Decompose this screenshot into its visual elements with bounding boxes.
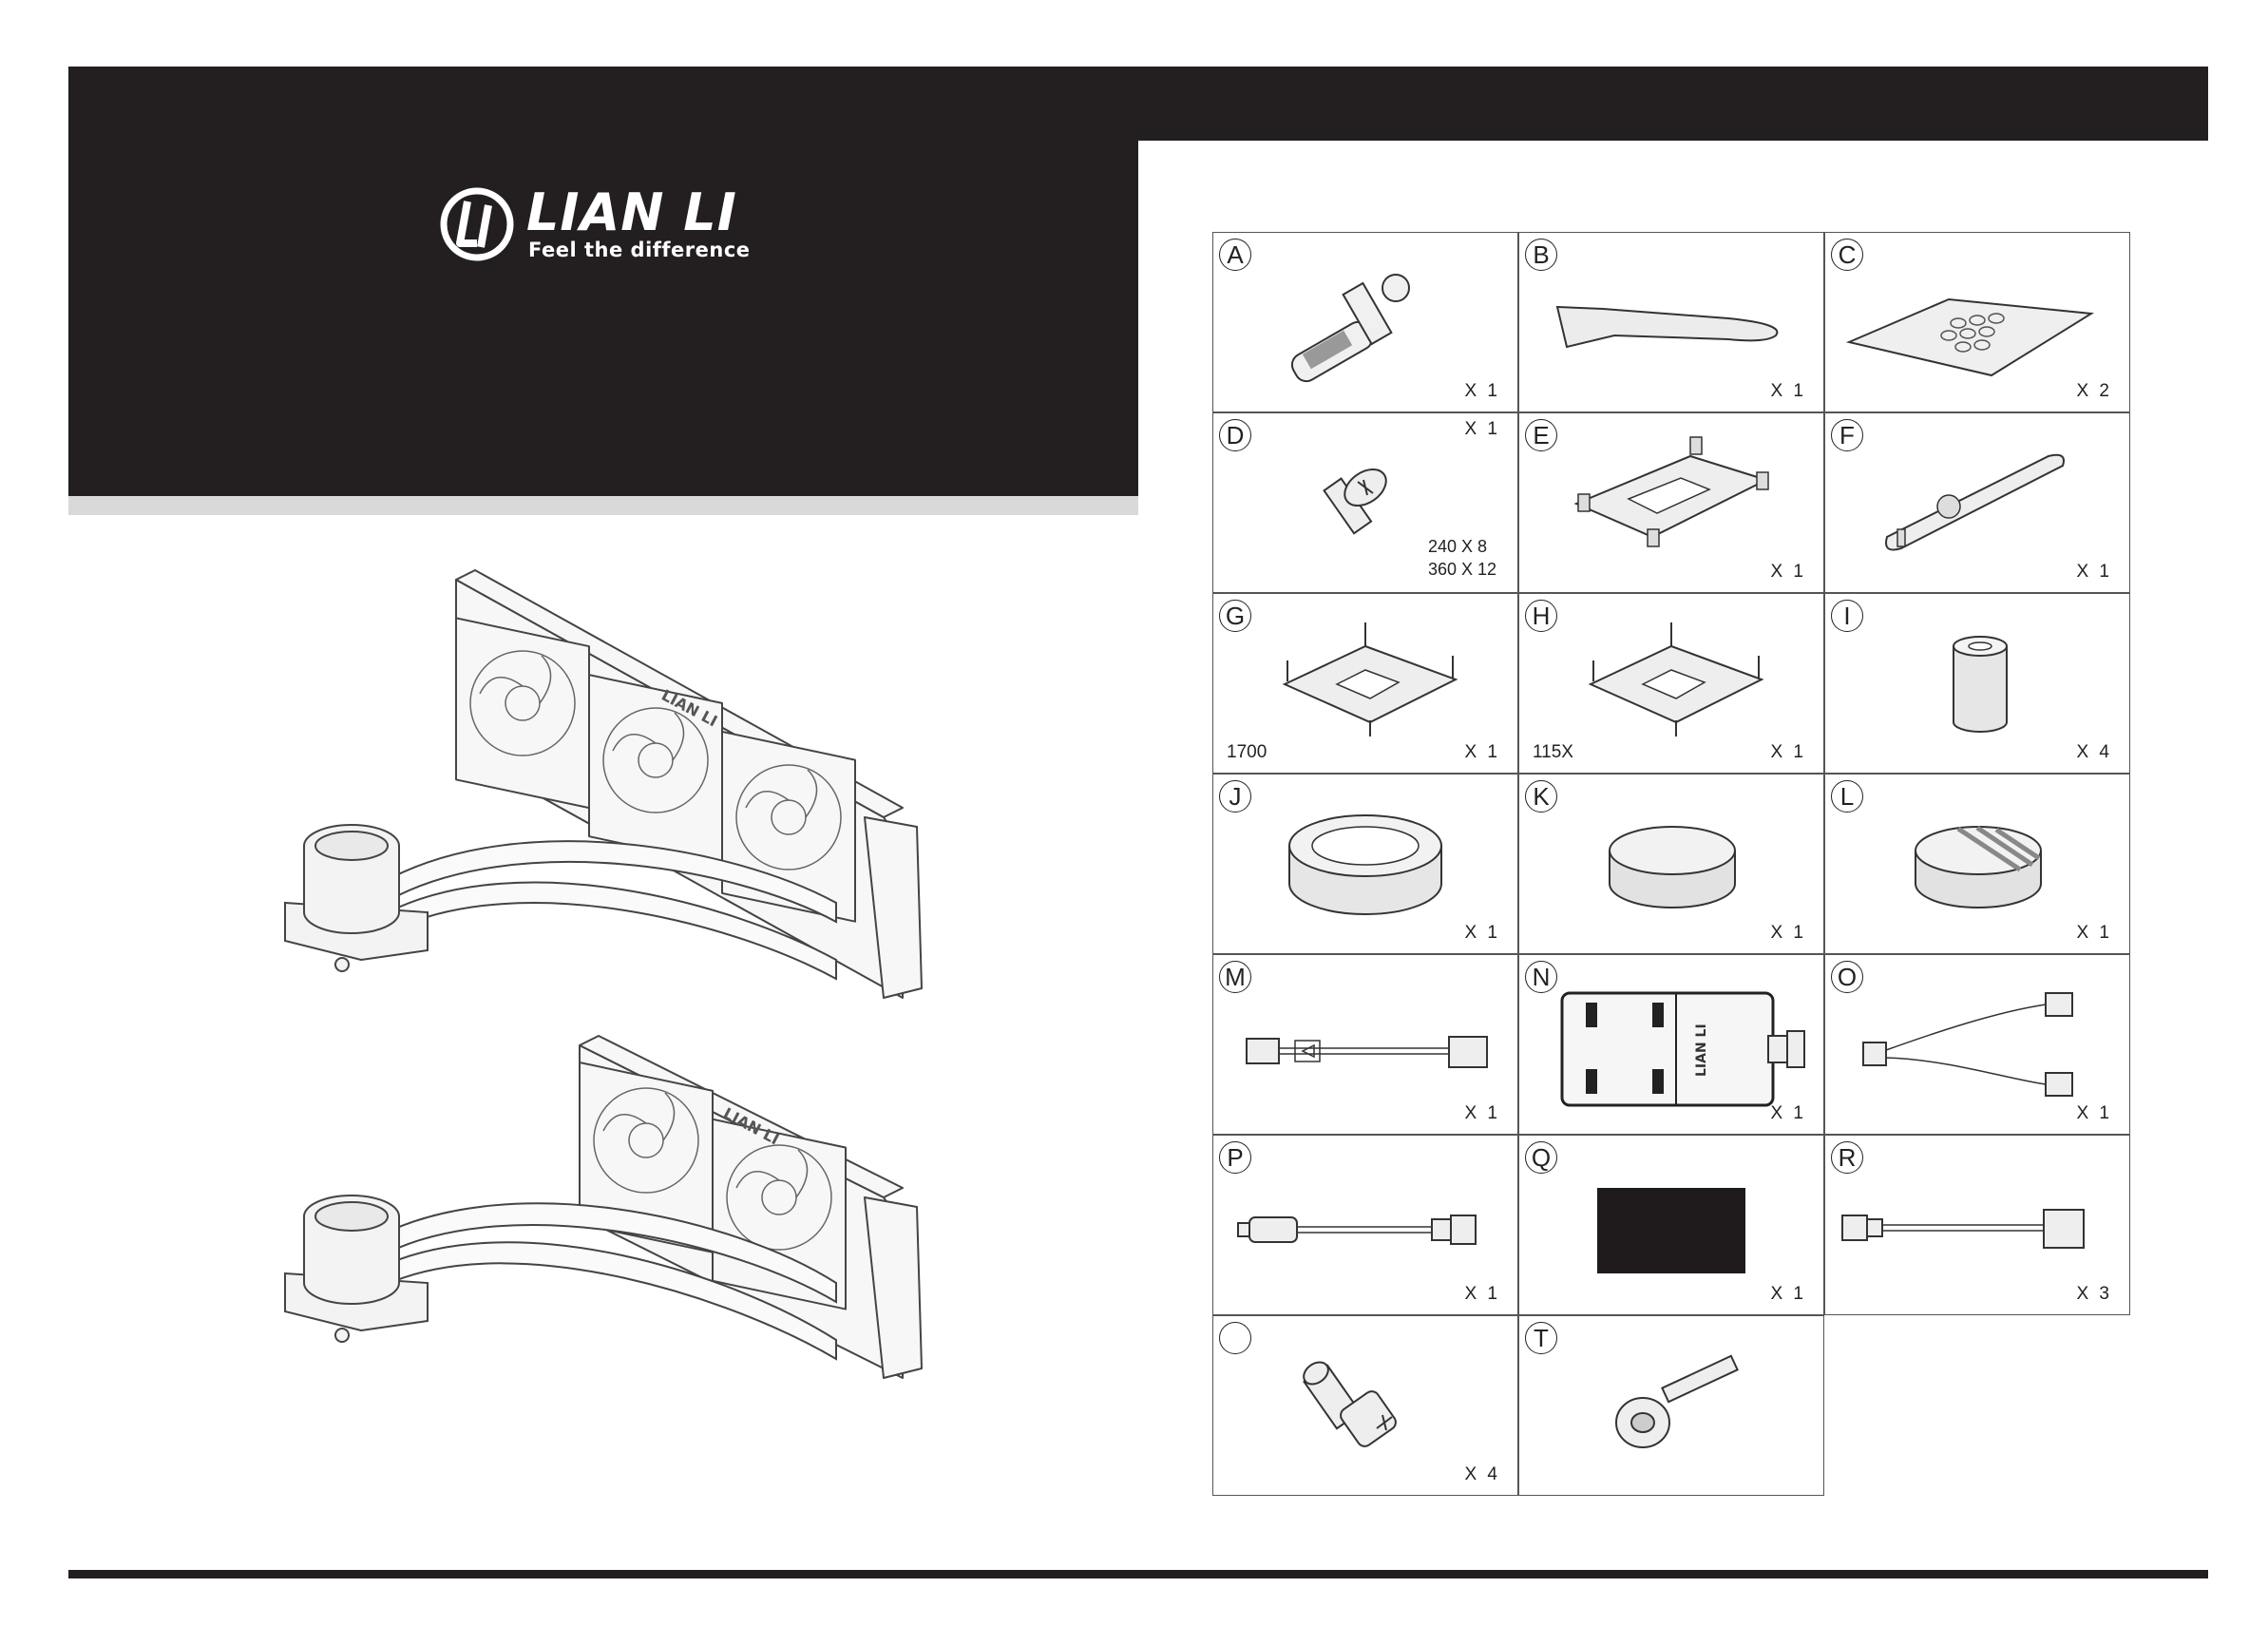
accessories-grid: A X 1 B X 1 C X 2 D <box>1212 232 2130 1496</box>
item-quantity: X 1 <box>2076 1103 2112 1124</box>
lian-li-logo-icon <box>439 184 519 264</box>
item-quantity: X 1 <box>1770 923 1806 944</box>
screw-size-360: 360 X 12 <box>1428 558 1496 581</box>
hero-block <box>68 67 1138 496</box>
accessory-k: K X 1 <box>1518 774 1824 954</box>
item-quantity: X 3 <box>2076 1284 2112 1305</box>
accessory-j: J X 1 <box>1212 774 1518 954</box>
accessory-o: O X 1 <box>1824 954 2130 1135</box>
accessory-d: D X 1 240 X 8 360 X 12 <box>1212 412 1518 593</box>
item-quantity: X 1 <box>1464 923 1500 944</box>
accessory-r: R X 3 <box>1824 1135 2130 1315</box>
screw-size-list: 240 X 8 360 X 12 <box>1428 535 1496 581</box>
hero-shadow <box>68 496 1138 515</box>
item-quantity: X 1 <box>2076 562 2112 583</box>
accessory-p: P X 1 <box>1212 1135 1518 1315</box>
brand-name: LIAN LI <box>526 184 737 241</box>
footer-rule <box>68 1570 2208 1578</box>
screw-size-240: 240 X 8 <box>1428 535 1496 558</box>
accessory-l: L X 1 <box>1824 774 2130 954</box>
accessory-s: X 4 <box>1212 1315 1518 1496</box>
accessory-m: M X 1 <box>1212 954 1518 1135</box>
item-quantity: X 1 <box>2076 923 2112 944</box>
accessory-q: Q X 1 <box>1518 1135 1824 1315</box>
accessory-h: H 115X X 1 <box>1518 593 1824 774</box>
item-quantity: X 1 <box>1464 381 1500 402</box>
item-quantity: X 1 <box>1770 562 1806 583</box>
accessory-e: E X 1 <box>1518 412 1824 593</box>
svg-text:LIAN LI: LIAN LI <box>1694 1023 1709 1077</box>
item-quantity: X 4 <box>1464 1464 1500 1485</box>
accessory-n: N LIAN LI X 1 <box>1518 954 1824 1135</box>
item-quantity: X 1 <box>1770 1284 1806 1305</box>
long-screw-icon <box>1519 1316 1825 1497</box>
socket-label: 115X <box>1533 742 1573 763</box>
cooler-360-illustration: LIAN LI <box>276 561 941 1007</box>
item-quantity: X 2 <box>2076 381 2112 402</box>
accessory-a: A X 1 <box>1212 232 1518 412</box>
accessory-t: T <box>1518 1315 1824 1496</box>
item-quantity: X 4 <box>2076 742 2112 763</box>
brand-logo: LIAN LI Feel the difference <box>439 184 781 264</box>
cooler-240-illustration: LIAN LI <box>276 1026 941 1406</box>
brand-tagline: Feel the difference <box>528 238 751 262</box>
accessory-b: B X 1 <box>1518 232 1824 412</box>
item-quantity: X 1 <box>1770 381 1806 402</box>
socket-label: 1700 <box>1227 742 1267 763</box>
item-quantity: X 1 <box>1770 742 1806 763</box>
item-quantity: X 1 <box>1464 1284 1500 1305</box>
item-quantity: X 1 <box>1464 742 1500 763</box>
item-quantity: X 1 <box>1464 1103 1500 1124</box>
item-quantity: X 1 <box>1770 1103 1806 1124</box>
accessory-i: I X 4 <box>1824 593 2130 774</box>
accessory-c: C X 2 <box>1824 232 2130 412</box>
accessory-g: G 1700 X 1 <box>1212 593 1518 774</box>
accessory-f: F X 1 <box>1824 412 2130 593</box>
